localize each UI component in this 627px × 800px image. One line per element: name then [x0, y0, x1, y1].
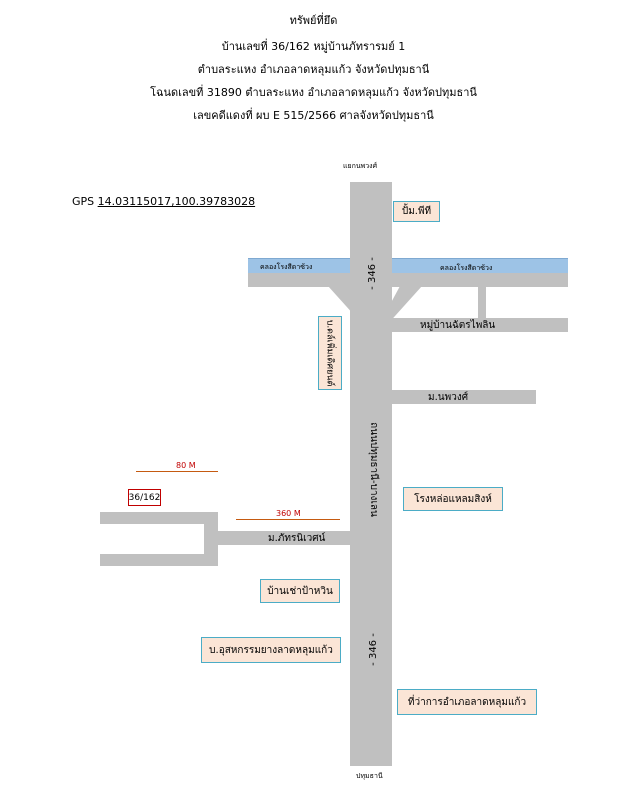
dim-360-line	[236, 519, 340, 520]
main-road-name: ถนนปทุมธานี-บางเลน	[367, 422, 379, 517]
header-title: ทรัพย์ที่ยึด	[289, 14, 338, 27]
landmark-rent: บ้านเช่าป้าหวิน	[260, 579, 340, 603]
dim-80-line	[136, 471, 218, 472]
landmark-district: ที่ว่าการอำเภอลาดหลุมแก้ว	[397, 689, 537, 715]
top-label: แยกนพวงศ์	[343, 162, 378, 170]
road-phatthara-connector	[204, 512, 218, 566]
header-deed: โฉนดเลขที่ 31890 ตำบลระแหง อำเภอลาดหลุมแ…	[150, 86, 477, 99]
gps-coords: 14.03115017,100.39783028	[97, 195, 256, 208]
landmark-jom: บ.ดล์เพิ่มเดิศยนต์	[318, 316, 342, 390]
road-phatthara-label: ม.ภัทรนิเวศน์	[268, 533, 326, 544]
route-number-bottom: - 346 -	[367, 633, 379, 666]
header-subdistrict: ตำบลระแหง อำเภอลาดหลุมแก้ว จังหวัดปทุมธา…	[197, 63, 430, 76]
road-nopphawong	[392, 390, 536, 404]
bottom-label: ปทุมธานี	[356, 772, 383, 780]
road-nopphawong-label: ม.นพวงศ์	[428, 392, 469, 403]
landmark-ptt: ปั้ม.พีที	[393, 201, 440, 222]
route-number-top: - 346 -	[366, 257, 378, 290]
road-west-lower	[100, 554, 216, 566]
dim-360-label: 360 M	[276, 509, 301, 518]
chatchai-spur	[478, 286, 486, 318]
gps-prefix: GPS	[72, 195, 98, 208]
road-chatchai	[392, 318, 568, 332]
road-phatthara	[218, 531, 350, 545]
gps-coordinates: GPS 14.03115017,100.39783028	[72, 195, 255, 208]
canal-road	[248, 273, 568, 287]
road-west-upper	[100, 512, 216, 524]
header-address: บ้านเลขที่ 36/162 หมู่บ้านภัทรารมย์ 1	[221, 40, 406, 53]
canal-label-right: คลองโรงสีดาซ้วง	[440, 264, 493, 272]
landmark-rubber: บ.อุสหกรรมยางลาดหลุมแก้ว	[201, 637, 341, 663]
landmark-jom-text: บ.ดล์เพิ่มเดิศยนต์	[324, 319, 334, 387]
road-chatchai-label: หมู่บ้านฉัตรไพลิน	[420, 320, 496, 331]
dim-80-label: 80 M	[176, 461, 196, 470]
header-case: เลขคดีแดงที่ ผบ E 515/2566 ศาลจังหวัดปทุ…	[193, 109, 434, 122]
canal-label-left: คลองโรงสีดาซ้วง	[260, 263, 313, 271]
main-road	[350, 182, 392, 766]
landmark-foundry: โรงหล่อแหลมสิงห์	[403, 487, 503, 511]
property-marker: 36/162	[128, 489, 161, 506]
